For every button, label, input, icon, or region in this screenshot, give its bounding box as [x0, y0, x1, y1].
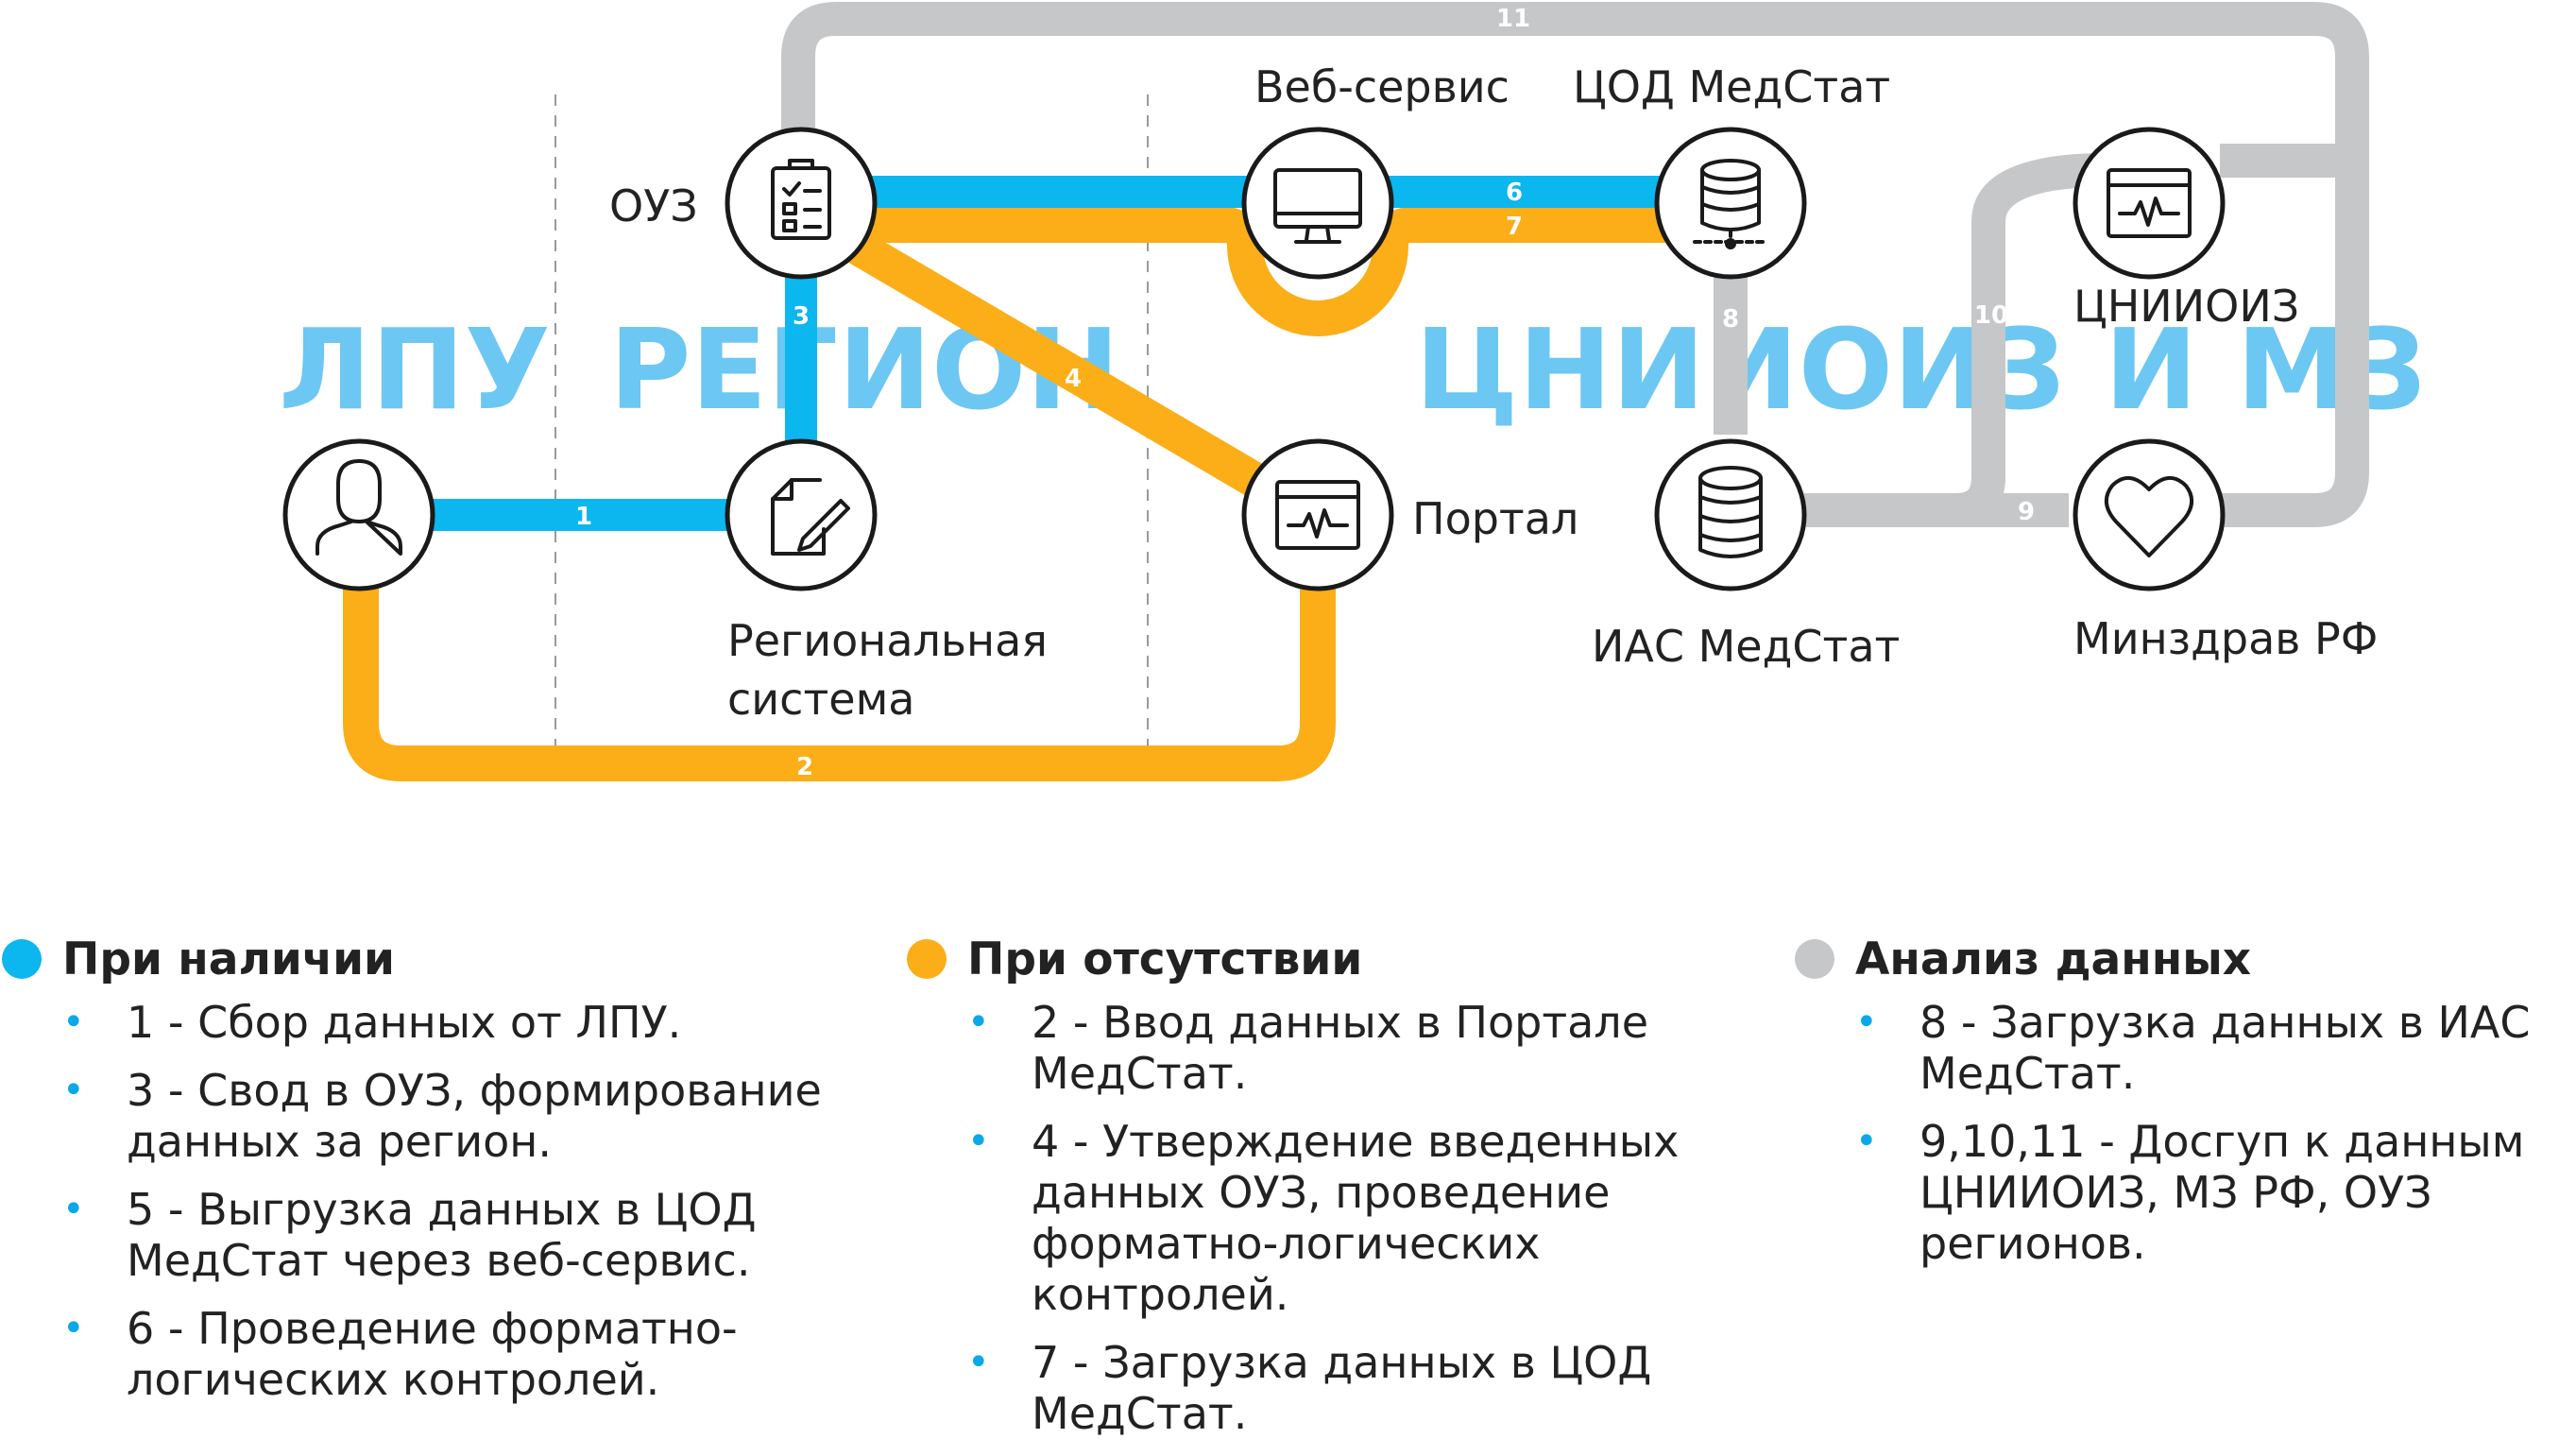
node-regional-system[interactable] [725, 438, 878, 591]
legend-title-text: При отсутствии [967, 933, 1363, 985]
node-cniioiz[interactable] [2073, 127, 2226, 280]
browser-pulse-icon [1275, 480, 1360, 550]
legend-title: При отсутствии [907, 931, 1776, 987]
label-minzdrav: Минздрав РФ [2073, 613, 2378, 664]
line-number-10: 10 [1974, 301, 2008, 330]
node-portal[interactable] [1241, 438, 1394, 591]
node-user[interactable] [282, 438, 435, 591]
label-regional-system-line1: Региональная [727, 615, 1048, 666]
line-7 [860, 207, 1681, 336]
legend-dot-orange [907, 939, 947, 979]
legend-title-text: Анализ данных [1855, 933, 2252, 985]
label-cniioiz: ЦНИИОИЗ [2073, 281, 2299, 332]
line-number-3: 3 [793, 302, 810, 331]
monitor-icon [1273, 168, 1362, 244]
line-number-9: 9 [2018, 498, 2035, 526]
label-regional-system-line2: система [727, 674, 914, 725]
legend-column-analysis: Анализ данных •8 - Загрузка данных в ИАС… [1795, 931, 2569, 1286]
legend-title-text: При наличии [62, 933, 395, 985]
line-number-1: 1 [575, 503, 592, 531]
line-number-2: 2 [796, 753, 813, 781]
line-4 [822, 215, 1280, 505]
line-number-11: 11 [1496, 5, 1530, 33]
label-ias-medstat: ИАС МедСтат [1592, 621, 1900, 672]
line-11 [781, 2, 2369, 527]
legend-dot-gray [1795, 939, 1834, 979]
line-number-6: 6 [1506, 179, 1523, 207]
label-ouz: ОУЗ [609, 180, 698, 231]
line-number-4: 4 [1065, 365, 1082, 393]
region-label-central: ЦНИИОИЗ И МЗ [1415, 304, 2427, 435]
legend-column-available: При наличии •1 - Сбор данных от ЛПУ. •3 … [2, 931, 890, 1422]
legend-item: •1 - Сбор данных от ЛПУ. [62, 997, 682, 1048]
line-number-7: 7 [1506, 213, 1523, 241]
legend-title: При наличии [2, 931, 890, 987]
node-ias-medstat[interactable] [1654, 438, 1807, 591]
label-cod-medstat: ЦОД МедСтат [1573, 61, 1890, 112]
database-network-icon [1693, 159, 1768, 249]
user-icon [316, 459, 402, 556]
legend-item: •6 - Проведение форматно-логических конт… [62, 1303, 738, 1405]
line-number-8: 8 [1722, 305, 1739, 334]
label-portal: Портал [1412, 493, 1578, 544]
checklist-icon [771, 159, 831, 240]
legend-title: Анализ данных [1795, 931, 2569, 987]
node-ouz[interactable] [725, 127, 878, 280]
database-icon [1698, 466, 1763, 558]
legend-list: •1 - Сбор данных от ЛПУ. •3 - Свод в ОУЗ… [59, 997, 890, 1405]
node-web-service[interactable] [1241, 127, 1394, 280]
heart-icon [2105, 476, 2193, 557]
label-web-service: Веб-сервис [1254, 61, 1510, 112]
line-2 [343, 586, 1336, 781]
document-pen-icon [771, 478, 850, 556]
legend-dot-blue [2, 939, 42, 979]
browser-pulse-icon-cniioiz [2107, 168, 2192, 238]
legend-column-absent: При отсутствии •2 - Ввод данных в Портал… [907, 931, 1776, 1456]
region-label-lpu: ЛПУ [279, 304, 551, 435]
node-minzdrav[interactable] [2073, 438, 2226, 591]
node-cod-medstat[interactable] [1654, 127, 1807, 280]
